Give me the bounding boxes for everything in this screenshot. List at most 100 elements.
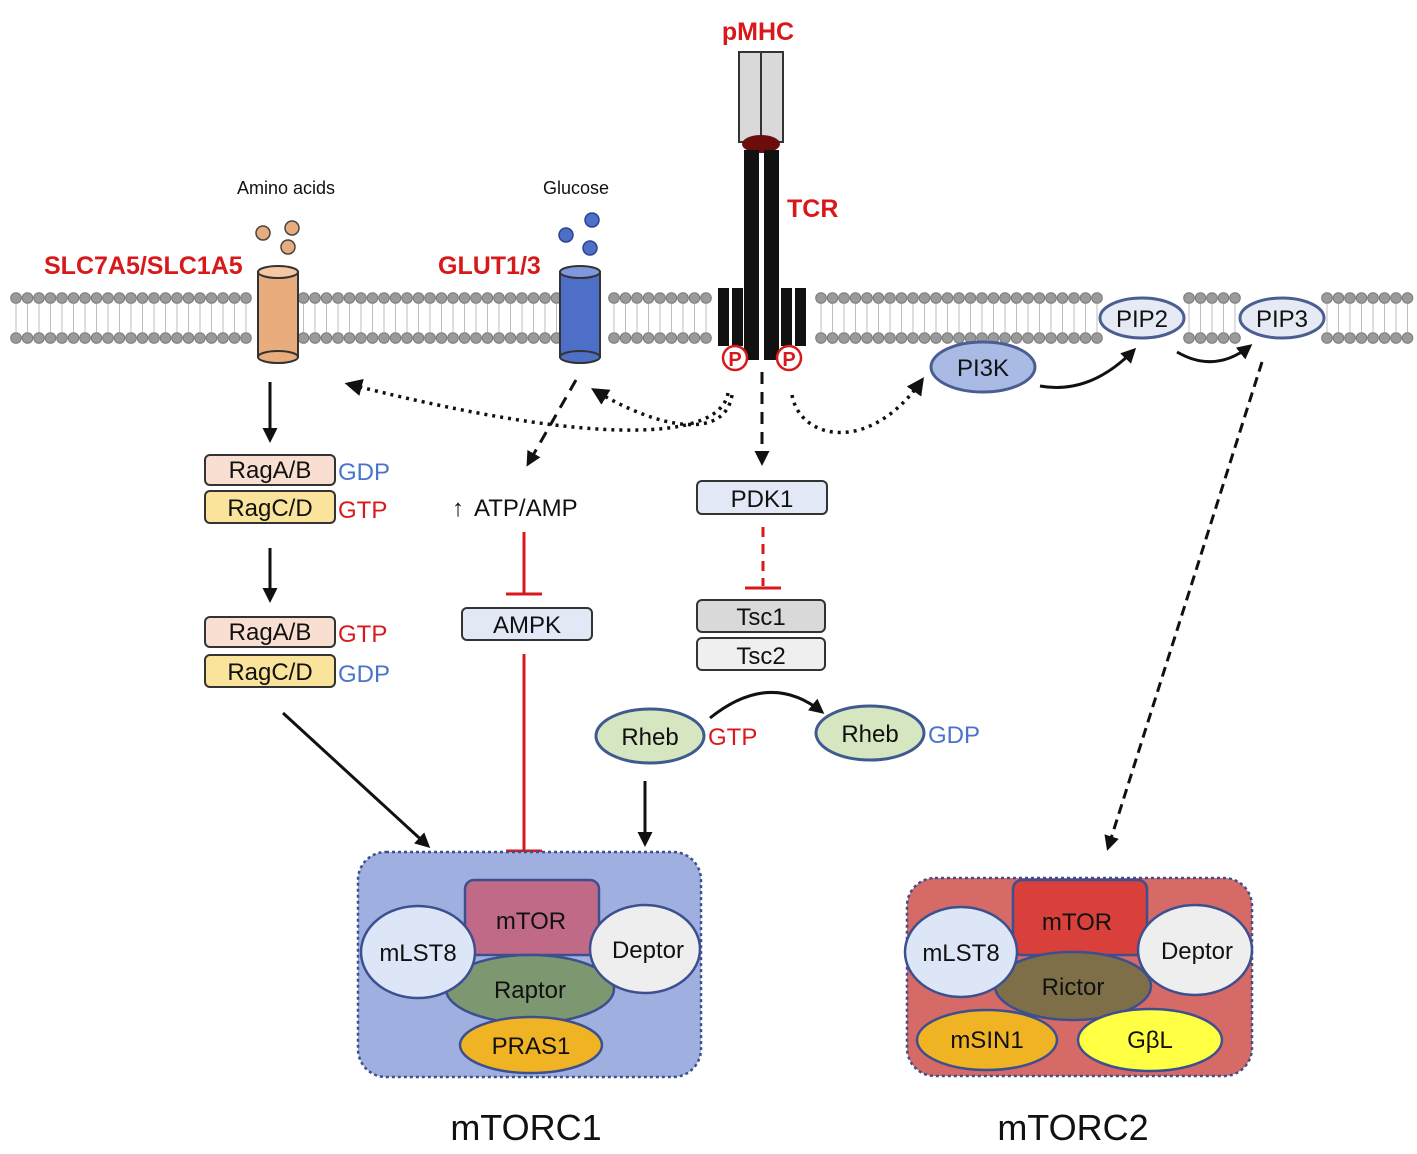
lipid-head xyxy=(1091,292,1103,304)
slc-channel-top xyxy=(257,265,299,279)
rheb-gdp-node xyxy=(814,704,926,762)
lipid-head xyxy=(366,332,379,344)
lipid-head xyxy=(999,332,1011,344)
lipid-head xyxy=(1033,332,1046,344)
ragc-d-label-2: RagC/D xyxy=(227,659,312,686)
lipid-head xyxy=(608,292,620,304)
lipid-head xyxy=(320,292,333,304)
glut-transporter: Glucose GLUT1/3 xyxy=(438,178,609,364)
glut-channel-top xyxy=(559,265,601,279)
lipid-head xyxy=(1022,332,1034,344)
lipid-head xyxy=(33,292,45,304)
lipid-head xyxy=(171,292,183,304)
lipid-head xyxy=(424,332,436,344)
lipid-head xyxy=(1079,292,1092,304)
lipid-head xyxy=(401,292,413,304)
lipid-head xyxy=(90,292,103,304)
lipid-head xyxy=(113,332,126,344)
lipid-head xyxy=(240,332,252,344)
lipid-head xyxy=(1229,332,1241,344)
energy-sensing: ↑ ATP/AMP AMPK xyxy=(452,495,593,641)
raga-b-label-1: RagA/B xyxy=(229,457,312,484)
lipid-head xyxy=(297,292,310,304)
glucose-molecule xyxy=(584,212,600,228)
mtorc1-raptor-label: Raptor xyxy=(494,977,566,1004)
lipid-head xyxy=(159,292,172,304)
lipid-head xyxy=(493,332,505,344)
mtorc2-mlst8-label: mLST8 xyxy=(922,940,999,967)
lipid-head xyxy=(332,292,344,304)
mtorc2-title: mTORC2 xyxy=(997,1107,1148,1148)
slc-label: SLC7A5/SLC1A5 xyxy=(44,252,243,280)
glut-label: GLUT1/3 xyxy=(438,252,541,280)
lipid-head xyxy=(1217,292,1230,304)
lipid-head xyxy=(1378,332,1391,344)
lipid-head xyxy=(1401,332,1414,344)
membrane-inner-heads xyxy=(10,332,1414,344)
arrow-pi3k-to-pip2 xyxy=(1039,347,1137,389)
gtp-label-1: GTP xyxy=(338,497,387,524)
lipid-head xyxy=(539,332,551,344)
mtorc2-msin1-node xyxy=(915,1008,1059,1072)
rheb-gdp-label: GDP xyxy=(928,722,980,749)
lipid-head xyxy=(654,292,666,304)
tsc1-box xyxy=(696,599,826,633)
raga-b-label-2: RagA/B xyxy=(229,619,312,646)
lipid-head xyxy=(941,332,954,344)
lipid-head xyxy=(435,292,448,304)
lipid-head xyxy=(171,332,183,344)
lipid-head xyxy=(401,332,413,344)
mtorc1-mlst8-node xyxy=(359,904,477,1000)
pdk1-tsc: PDK1 Tsc1 Tsc2 xyxy=(696,480,828,671)
lipid-head xyxy=(481,292,494,304)
lipid-head xyxy=(217,292,229,304)
mtorc2-deptor-label: Deptor xyxy=(1161,938,1233,965)
lipid-head xyxy=(930,292,942,304)
phospho-site-left xyxy=(721,344,749,372)
lipid-head xyxy=(665,292,678,304)
lipid-head xyxy=(665,332,678,344)
lipid-head xyxy=(1045,332,1057,344)
lipid-head xyxy=(1390,332,1402,344)
arrow-tcr-to-pi3k xyxy=(790,377,924,435)
lipid-head xyxy=(228,332,241,344)
lipid-head xyxy=(182,332,195,344)
mtorc2-gbl-node xyxy=(1076,1007,1224,1073)
lipid-head xyxy=(355,332,367,344)
tsc1-label: Tsc1 xyxy=(736,604,785,631)
pip2-node xyxy=(1098,296,1186,340)
lipid-head xyxy=(642,332,655,344)
lipid-head xyxy=(1091,332,1103,344)
lipid-head xyxy=(688,292,701,304)
ragc-d-label-1: RagC/D xyxy=(227,495,312,522)
lipid-head xyxy=(113,292,126,304)
lipid-head xyxy=(148,292,160,304)
lipid-head xyxy=(1355,332,1368,344)
lipid-head xyxy=(159,332,172,344)
gdp-label-1: GDP xyxy=(338,459,390,486)
lipid-head xyxy=(56,292,68,304)
lipid-head xyxy=(1068,332,1080,344)
lipid-head xyxy=(861,332,873,344)
lipid-head xyxy=(941,292,954,304)
lipid-head xyxy=(964,292,977,304)
lipid-head xyxy=(895,292,908,304)
mhc-tcr-contact xyxy=(742,135,780,153)
lipid-head xyxy=(458,292,471,304)
lipid-head xyxy=(33,332,45,344)
mtorc1-deptor-label: Deptor xyxy=(612,937,684,964)
lipid-head xyxy=(884,332,896,344)
lipid-head xyxy=(1033,292,1046,304)
gtp-label-2: GTP xyxy=(338,621,387,648)
lipid-head xyxy=(826,332,839,344)
lipid-head xyxy=(918,292,931,304)
lipid-head xyxy=(953,292,965,304)
rheb-label-1: Rheb xyxy=(621,724,678,751)
lipid-head xyxy=(631,332,643,344)
lipid-head xyxy=(1206,292,1218,304)
tcr-complex: P P pMHC TCR xyxy=(718,18,838,372)
lipid-head xyxy=(205,292,218,304)
ragc-d-box-1 xyxy=(204,490,336,524)
lipid-head xyxy=(125,332,137,344)
lipid-head xyxy=(389,292,402,304)
